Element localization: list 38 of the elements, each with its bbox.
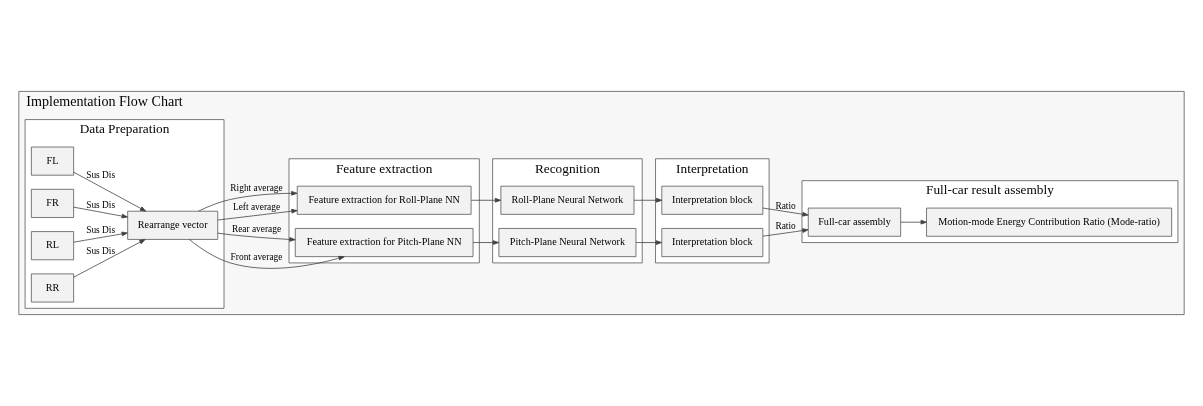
edge-label: Sus Dis <box>86 199 116 210</box>
arrow <box>217 232 296 242</box>
node-box: Pitch-Plane Neural Network <box>498 228 637 258</box>
edge-label: Ratio <box>775 220 796 231</box>
node-box: FR <box>30 188 75 218</box>
arrow <box>188 239 345 269</box>
edge-label: Ratio <box>775 200 796 211</box>
arrow <box>198 191 298 212</box>
node-box: Interpretation block <box>661 228 764 258</box>
node-box: RL <box>30 231 75 261</box>
edge-label: Sus Dis <box>86 224 116 235</box>
node-box: FL <box>30 146 75 176</box>
arrow <box>470 197 502 203</box>
edge-label: Front average <box>230 252 283 263</box>
node-box: Feature extraction for Pitch-Plane NN <box>294 228 474 258</box>
edge-label: Left average <box>232 202 281 213</box>
arrow <box>762 207 809 217</box>
node-box: Rearrange vector <box>127 210 219 240</box>
node-box: RR <box>30 273 75 303</box>
arrow <box>73 239 146 278</box>
node-box: Feature extraction for Roll-Plane NN <box>296 185 472 215</box>
arrow <box>633 197 663 203</box>
node-box: Motion-mode Energy Contribution Ratio (Mode-ratio) <box>926 207 1173 237</box>
edge-label: Sus Dis <box>86 245 116 256</box>
edge-label: Sus Dis <box>86 170 116 181</box>
edge-label: Rear average <box>231 224 282 235</box>
arrow <box>635 240 663 245</box>
arrow <box>73 171 147 212</box>
arrow <box>217 208 298 221</box>
arrow <box>762 228 809 237</box>
arrow <box>900 219 927 225</box>
node-box: Full-car assembly <box>807 207 902 237</box>
node-box: Roll-Plane Neural Network <box>500 185 635 215</box>
edge-label: Right average <box>230 183 283 194</box>
arrow <box>73 206 128 219</box>
arrow <box>73 231 128 243</box>
node-box: Interpretation block <box>661 185 764 215</box>
arrow <box>472 240 500 245</box>
